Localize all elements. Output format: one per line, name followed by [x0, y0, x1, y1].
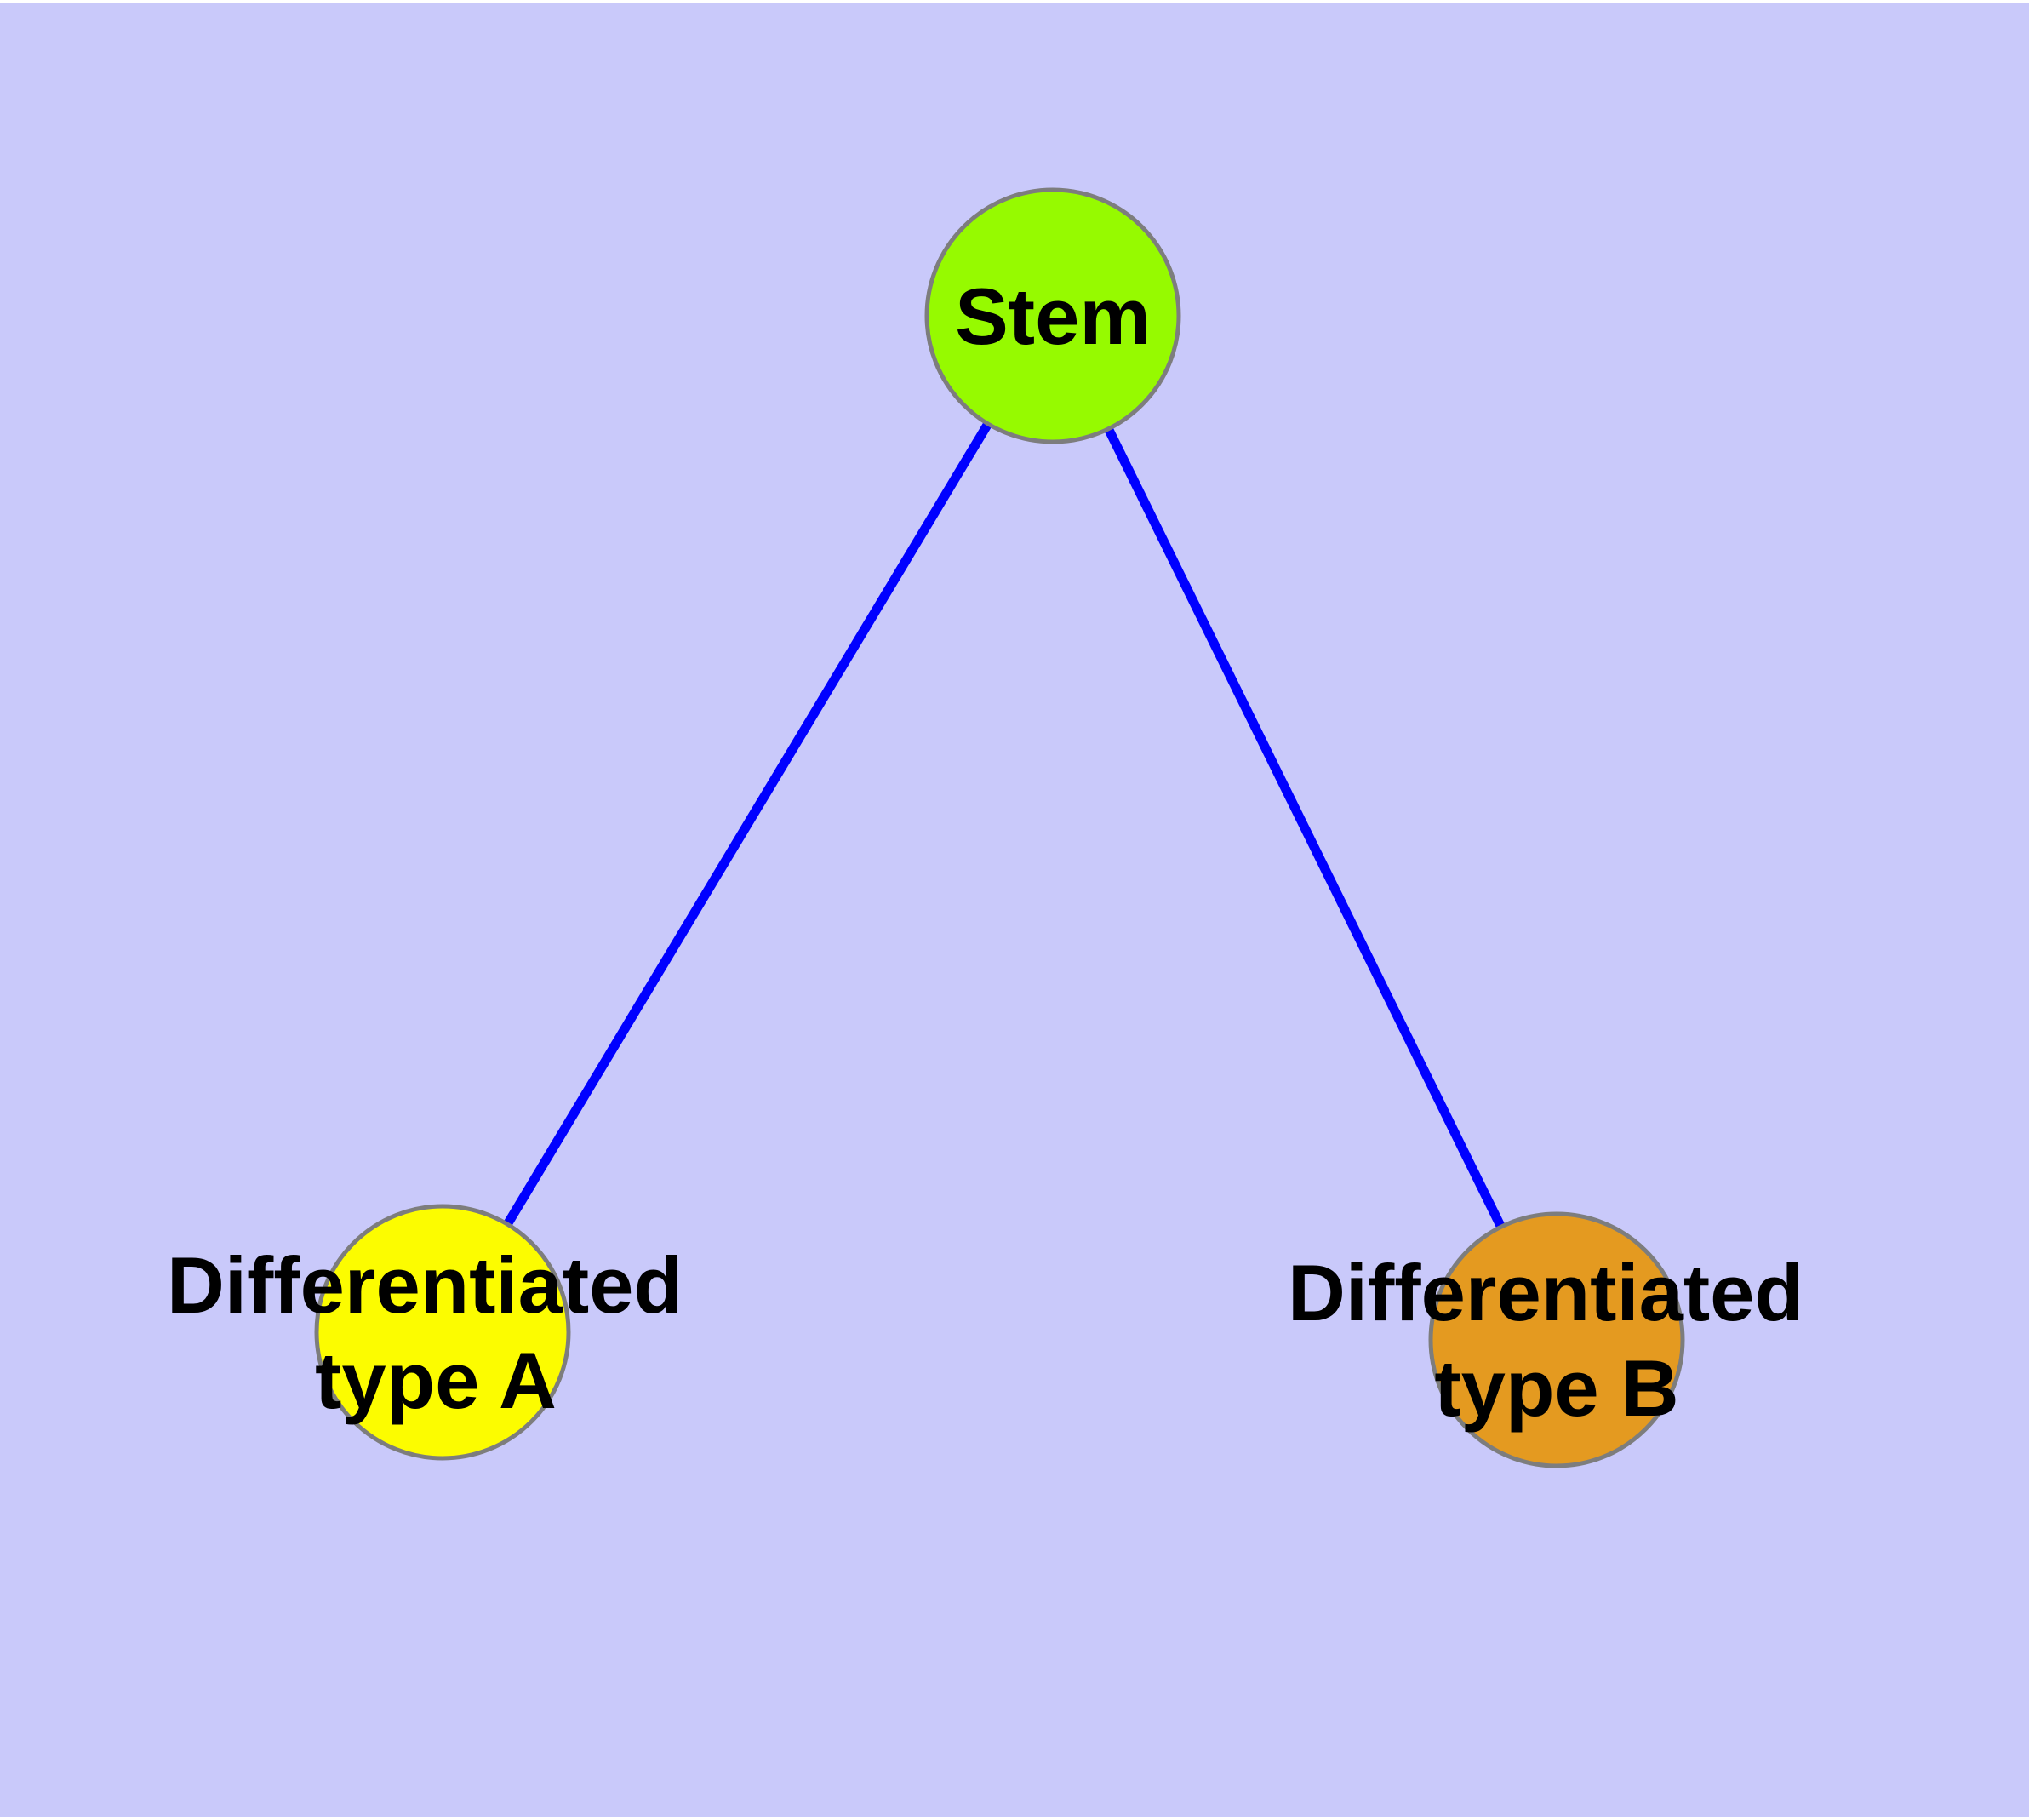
node-differentiated-type-a-label: Differentiated type A [167, 1240, 705, 1425]
node-differentiated-type-a-label-line-1: Differentiated [167, 1240, 683, 1330]
edge-stem-to-type-a [438, 313, 1057, 1335]
edge-stem-to-type-b [1049, 313, 1561, 1342]
node-differentiated-type-a [314, 1204, 571, 1461]
node-differentiated-type-b [1428, 1211, 1685, 1468]
node-stem [924, 187, 1181, 444]
node-stem-label: Stem [955, 272, 1151, 361]
node-differentiated-type-b-label: Differentiated type B [1288, 1248, 1826, 1433]
node-differentiated-type-b-label-line-2: type B [1434, 1343, 1678, 1433]
node-differentiated-type-b-label-line-1: Differentiated [1288, 1248, 1803, 1337]
node-differentiated-type-a-label-line-2: type A [315, 1336, 557, 1425]
